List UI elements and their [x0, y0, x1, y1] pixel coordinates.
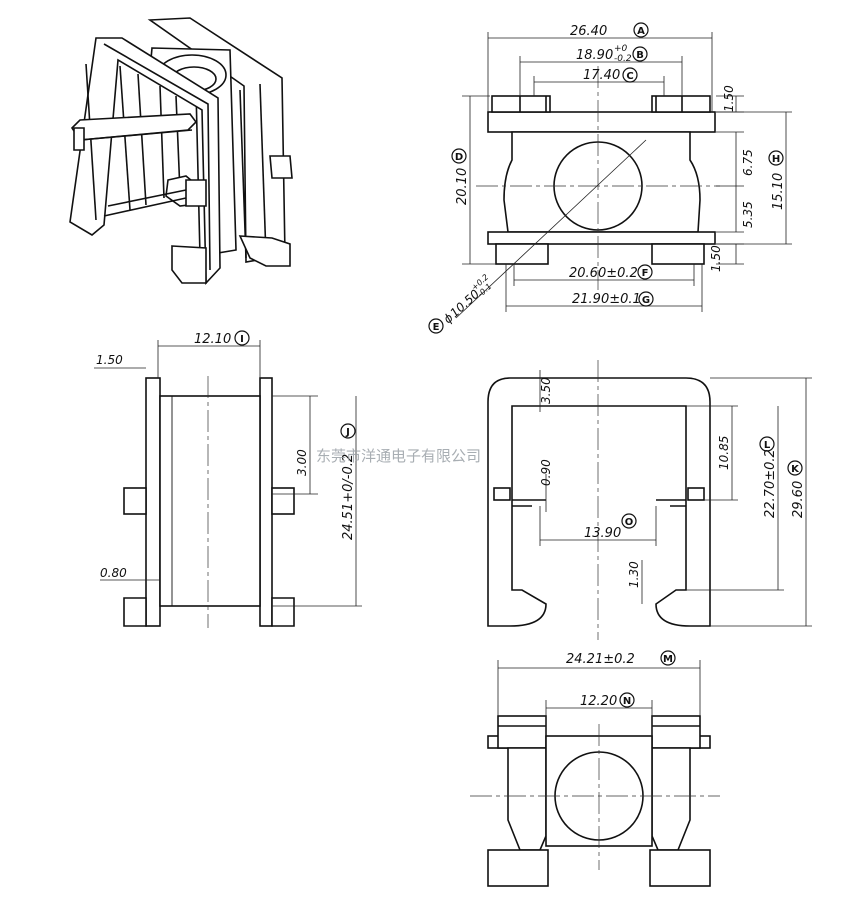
dim-mid-dn: 5.35 [741, 201, 755, 228]
dim-side-gap: 3.00 [295, 449, 309, 476]
dim-d: 20.10 [455, 168, 470, 205]
tag-m-circle [619, 692, 635, 708]
tag-a: A [637, 26, 645, 37]
dim-f: 20.60±0.2 [569, 266, 638, 281]
dim-clip-slot: 0.90 [539, 459, 553, 486]
dim-mid-up: 6.75 [741, 149, 755, 176]
front-view-labels: 26.40 A 18.90 +0 -0.2 B 17.40 C D 20.10 … [428, 22, 786, 334]
tag-f: F [642, 268, 649, 279]
tag-b-circle [632, 46, 648, 62]
dim-top-thick: 1.50 [722, 85, 736, 112]
tag-h: H [772, 154, 780, 165]
tag-l: L [764, 440, 771, 451]
tag-c: C [626, 71, 633, 82]
dim-l: 22.70±0.2 [763, 449, 778, 518]
isometric-view [69, 17, 293, 285]
tag-e-circle [428, 318, 444, 334]
dim-a: 26.40 [570, 24, 607, 39]
dim-b: 18.90 [576, 48, 613, 63]
dim-g: 21.90±0.1 [572, 292, 641, 307]
dim-clip-hook: 1.30 [627, 561, 641, 588]
dim-h: 15.10 [771, 173, 786, 210]
dim-n: 24.21±0.2 [566, 652, 635, 667]
tag-f-circle [637, 264, 653, 280]
side-view [94, 340, 362, 628]
bottom-view-labels: 24.21±0.2 M 12.20 N [566, 650, 676, 709]
watermark-text: 东莞市洋通电子有限公司 [316, 447, 481, 465]
clip-view-labels: 3.50 0.90 13.90 O 1.30 10.85 L 22.70±0.2… [539, 377, 806, 588]
dim-side-flange: 1.50 [96, 353, 123, 367]
tag-a-circle [633, 22, 649, 38]
tag-g-circle [638, 291, 654, 307]
tag-l-circle [759, 436, 775, 452]
tag-h-circle [768, 150, 784, 166]
tag-n-circle [660, 650, 676, 666]
dim-o: 13.90 [584, 526, 621, 541]
clip-view [487, 360, 812, 640]
tag-k: K [791, 464, 800, 475]
tag-k-circle [787, 460, 803, 476]
tag-j: J [345, 427, 350, 438]
dim-side-wall: 0.80 [100, 566, 127, 580]
dim-i: 12.10 [194, 332, 231, 347]
dim-clip-inner: 10.85 [717, 436, 731, 470]
dim-k: 29.60 [791, 481, 806, 518]
dim-c: 17.40 [583, 68, 620, 83]
tag-g: G [642, 295, 650, 306]
tag-o: O [625, 517, 634, 528]
dim-e-group: ϕ 10.50 +0.2 -0.1 [441, 272, 494, 326]
tag-e: E [433, 322, 440, 333]
dim-j: 24.51+0/-0.2 [341, 454, 356, 540]
dim-m: 12.20 [580, 694, 617, 709]
tag-n: M [663, 654, 673, 665]
dim-b-tol-dn: -0.2 [614, 54, 632, 64]
tag-i: I [240, 334, 244, 345]
tag-i-circle [234, 330, 250, 346]
tag-b: B [636, 50, 644, 61]
tag-d: D [455, 152, 463, 163]
tag-c-circle [622, 67, 638, 83]
dim-clip-top: 3.50 [539, 377, 553, 404]
side-view-labels: 12.10 I 1.50 0.80 3.00 J 24.51+0/-0.2 [96, 330, 356, 580]
bottom-view [470, 660, 720, 887]
tag-d-circle [451, 148, 467, 164]
tag-m: N [623, 696, 631, 707]
tag-o-circle [621, 513, 637, 529]
front-view [455, 32, 792, 319]
tag-j-circle [340, 423, 356, 439]
dim-bot-thick: 1.50 [709, 245, 723, 272]
dim-b-tol-up: +0 [614, 44, 628, 54]
